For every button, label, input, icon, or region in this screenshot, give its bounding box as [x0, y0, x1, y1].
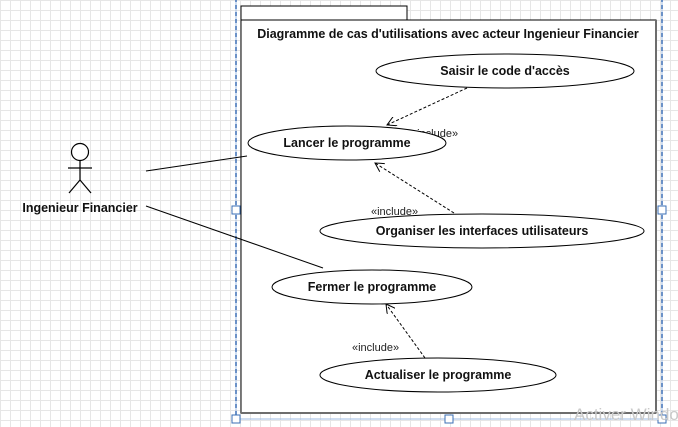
resize-handle-left[interactable] [231, 205, 241, 215]
use-case-label: Saisir le code d'accès [440, 64, 569, 78]
use-case-label: Organiser les interfaces utilisateurs [376, 224, 589, 238]
resize-handle-bottom[interactable] [444, 414, 454, 424]
association-lancer[interactable] [145, 155, 248, 172]
system-title: Diagramme de cas d'utilisations avec act… [257, 27, 639, 41]
resize-handle-bottom-right[interactable] [657, 414, 667, 424]
selection-handles[interactable] [231, 205, 667, 424]
use-case-lancer-programme[interactable]: Lancer le programme [247, 125, 447, 161]
system-tab [240, 5, 408, 21]
actor-right-leg [79, 179, 92, 194]
include-label-actualiser: «include» [352, 342, 399, 354]
use-case-label: Lancer le programme [283, 136, 410, 150]
use-case-saisir-code[interactable]: Saisir le code d'accès [375, 53, 635, 89]
use-case-label: Actualiser le programme [365, 368, 512, 382]
actor-ingenieur-financier[interactable] [68, 142, 92, 194]
actor-label: Ingenieur Financier [22, 201, 137, 215]
use-case-fermer-programme[interactable]: Fermer le programme [271, 269, 473, 305]
actor-left-leg [68, 179, 81, 194]
association-fermer[interactable] [145, 205, 324, 269]
actor-head [70, 142, 90, 162]
resize-handle-bottom-left[interactable] [231, 414, 241, 424]
use-case-organiser-interfaces[interactable]: Organiser les interfaces utilisateurs [319, 213, 645, 249]
resize-handle-right[interactable] [657, 205, 667, 215]
include-arrow-actualiser[interactable] [386, 304, 426, 359]
use-case-actualiser-programme[interactable]: Actualiser le programme [319, 357, 557, 393]
use-case-label: Fermer le programme [308, 280, 437, 294]
windows-activation-watermark: Activer Windows [574, 405, 678, 424]
include-arrow-organiser[interactable] [375, 163, 455, 214]
include-label-organiser: «include» [371, 206, 418, 218]
